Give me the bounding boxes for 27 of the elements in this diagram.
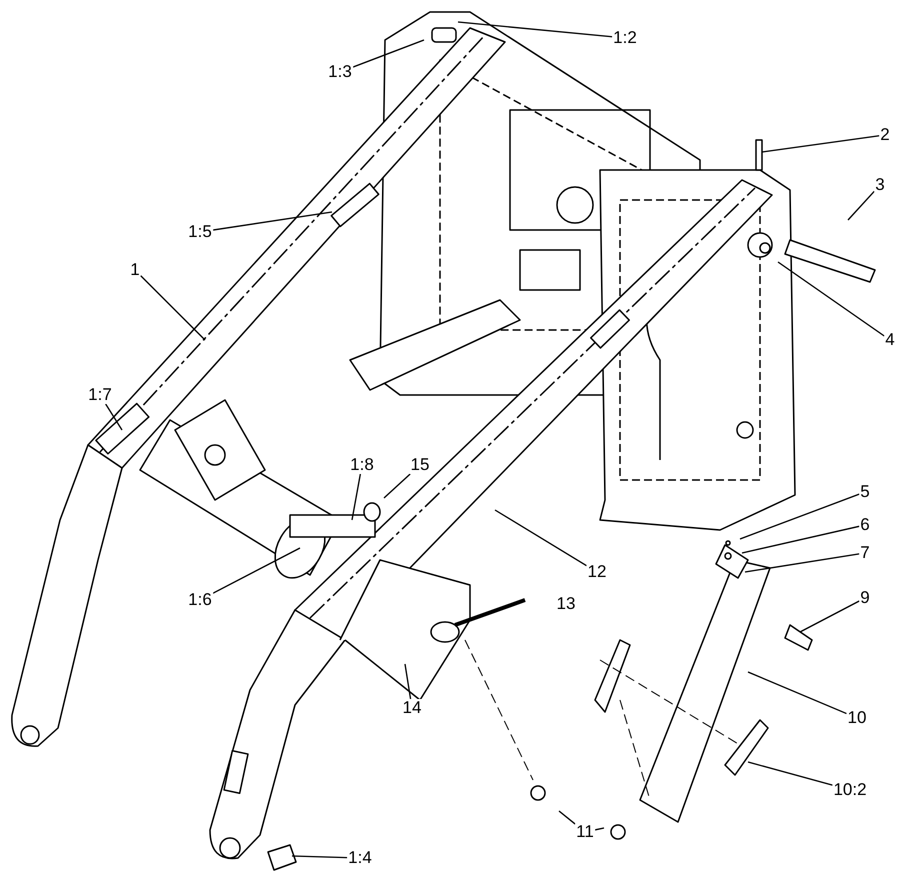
- leader-line: [594, 827, 604, 831]
- leader-line: [292, 855, 348, 858]
- leader-line: [404, 664, 412, 700]
- leader-line: [351, 474, 361, 520]
- leader-line: [800, 600, 860, 633]
- leader-line: [352, 39, 424, 68]
- leader-line: [744, 553, 860, 573]
- callout-number: 1:7: [87, 386, 113, 404]
- leader-line: [140, 275, 206, 340]
- leader-line: [748, 671, 847, 714]
- leader-line: [748, 761, 833, 786]
- leader-line: [458, 21, 612, 38]
- leader-line: [778, 261, 885, 337]
- leader-line: [212, 547, 300, 594]
- leader-line: [558, 810, 576, 825]
- leader-line: [494, 509, 587, 566]
- callout-number: 1:8: [349, 456, 375, 474]
- leader-line: [105, 404, 123, 430]
- leader-line: [212, 211, 332, 231]
- leader-line: [742, 526, 860, 554]
- leader-line: [848, 190, 875, 220]
- callout-number: 3: [874, 176, 886, 194]
- leader-line: [740, 494, 860, 540]
- leader-line: [762, 135, 880, 153]
- leader-line: [384, 474, 411, 498]
- callout-number: 1: [129, 261, 141, 279]
- callout-number: 15: [410, 456, 430, 474]
